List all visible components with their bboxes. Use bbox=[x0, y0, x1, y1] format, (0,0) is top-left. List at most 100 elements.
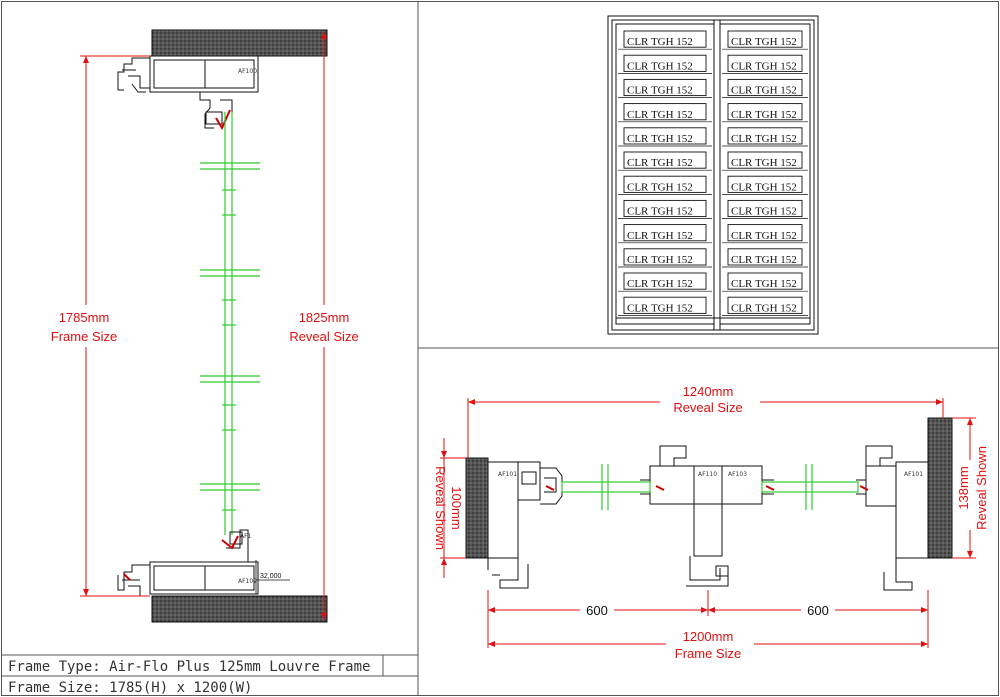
blade-label: CLR TGH 152 bbox=[731, 36, 797, 48]
plan-section: AF101 AF110 AF103 AF101 bbox=[433, 383, 994, 662]
bottom-reveal-wall bbox=[151, 595, 328, 623]
bottom-seal bbox=[221, 535, 239, 550]
center-mullion-profile bbox=[640, 445, 774, 587]
plan-reveal-value: 1240mm bbox=[683, 384, 734, 399]
blade-label: CLR TGH 152 bbox=[731, 254, 797, 266]
bottom-profile-tag: AF102 bbox=[238, 578, 257, 585]
left-reveal-wall bbox=[465, 457, 489, 559]
title-block bbox=[1, 654, 418, 677]
reveal-size-value: 1825mm bbox=[299, 310, 350, 325]
blade-label: CLR TGH 152 bbox=[731, 230, 797, 242]
right-profile-tag: AF101 bbox=[904, 471, 923, 478]
left-jamb-profile bbox=[487, 461, 563, 589]
blade-label: CLR TGH 152 bbox=[731, 278, 797, 290]
louvre-blade bbox=[623, 224, 707, 242]
blade-label: CLR TGH 152 bbox=[627, 230, 693, 242]
louvre-blade bbox=[623, 54, 707, 72]
blade-label: CLR TGH 152 bbox=[731, 60, 797, 72]
blade-label: CLR TGH 152 bbox=[627, 60, 693, 72]
louvre-blade bbox=[623, 103, 707, 121]
louvre-blade bbox=[727, 272, 803, 290]
top-reveal-wall bbox=[151, 29, 328, 57]
mullion-b-tag: AF103 bbox=[728, 471, 747, 478]
blade-label: CLR TGH 152 bbox=[731, 109, 797, 121]
blade-label: CLR TGH 152 bbox=[731, 85, 797, 97]
louvre-blade bbox=[727, 175, 803, 193]
half-right-value: 600 bbox=[807, 603, 829, 618]
louvre-blade bbox=[727, 199, 803, 218]
half-right-mask bbox=[801, 600, 835, 618]
bottom-seal-2 bbox=[123, 573, 131, 581]
louvre-blade bbox=[727, 127, 803, 145]
frame-size-label: Frame Size bbox=[51, 329, 117, 344]
blade-label: CLR TGH 152 bbox=[627, 133, 693, 145]
louvre-blade bbox=[727, 54, 803, 72]
plan-seals bbox=[545, 485, 869, 491]
louvre-blade bbox=[623, 127, 707, 145]
plan-frame-label: Frame Size bbox=[675, 646, 741, 661]
bottom-clip-tag: AF1 bbox=[240, 533, 252, 540]
blade-label: CLR TGH 152 bbox=[627, 157, 693, 169]
blade-label: CLR TGH 152 bbox=[731, 206, 797, 218]
louvre-blade bbox=[727, 224, 803, 242]
louvre-blade bbox=[623, 175, 707, 193]
blade-label: CLR TGH 152 bbox=[627, 36, 693, 48]
reveal-dim-mask bbox=[660, 383, 760, 415]
left-reveal-label: Reveal Shown bbox=[433, 466, 448, 550]
louvre-stack bbox=[200, 112, 260, 535]
half-left-mask bbox=[580, 600, 614, 618]
reveal-size-mask bbox=[276, 305, 372, 347]
left-reveal-dimension bbox=[440, 438, 466, 578]
frame-size-text: Frame Size: 1785(H) x 1200(W) bbox=[8, 680, 252, 696]
blade-label: CLR TGH 152 bbox=[731, 302, 797, 314]
louvre-blade bbox=[623, 248, 707, 266]
frame-dim-mask bbox=[666, 628, 754, 662]
louvre-blade bbox=[727, 30, 803, 48]
half-left-value: 600 bbox=[586, 603, 608, 618]
bottom-frame-profile bbox=[117, 529, 259, 597]
blade-label: CLR TGH 152 bbox=[731, 157, 797, 169]
blade-label: CLR TGH 152 bbox=[627, 181, 693, 193]
left-profile-tag: AF101 bbox=[498, 471, 517, 478]
louvre-blade bbox=[727, 296, 803, 314]
small-dim-value: 32,000 bbox=[260, 573, 282, 580]
frame-type-text: Frame Type: Air-Flo Plus 125mm Louvre Fr… bbox=[8, 659, 370, 675]
louvre-blade bbox=[623, 272, 707, 290]
reveal-size-label: Reveal Size bbox=[289, 329, 358, 344]
plan-louvre-blades bbox=[561, 464, 859, 510]
blade-label: CLR TGH 152 bbox=[731, 133, 797, 145]
vertical-section: AF100 bbox=[38, 29, 372, 623]
frame-size-value: 1785mm bbox=[59, 310, 110, 325]
louvre-blade bbox=[623, 296, 707, 314]
top-frame-profile bbox=[117, 55, 259, 129]
frame-size-mask bbox=[38, 305, 130, 347]
blade-label: CLR TGH 152 bbox=[627, 278, 693, 290]
top-seal bbox=[215, 109, 231, 131]
mullion-a-tag: AF110 bbox=[698, 471, 717, 478]
small-dimension bbox=[255, 560, 290, 594]
louvre-blade bbox=[727, 151, 803, 169]
blade-label: CLR TGH 152 bbox=[627, 109, 693, 121]
blade-label: CLR TGH 152 bbox=[731, 181, 797, 193]
blade-label: CLR TGH 152 bbox=[627, 302, 693, 314]
right-reveal-label: Reveal Shown bbox=[974, 446, 989, 530]
right-dim-mask bbox=[956, 460, 994, 530]
left-reveal-value: 100mm bbox=[449, 486, 464, 529]
right-reveal-value: 138mm bbox=[956, 466, 971, 509]
louvre-blade bbox=[623, 30, 707, 48]
louvre-blade bbox=[623, 151, 707, 169]
plan-frame-value: 1200mm bbox=[683, 629, 734, 644]
right-reveal-wall bbox=[927, 417, 953, 559]
blade-label: CLR TGH 152 bbox=[627, 206, 693, 218]
louvre-blade bbox=[727, 103, 803, 121]
plan-reveal-label: Reveal Size bbox=[673, 400, 742, 415]
louvre-blade bbox=[623, 199, 707, 218]
blade-label: CLR TGH 152 bbox=[627, 85, 693, 97]
louvre-blade bbox=[623, 78, 707, 97]
louvre-blade bbox=[727, 78, 803, 97]
louvre-blade bbox=[727, 248, 803, 266]
